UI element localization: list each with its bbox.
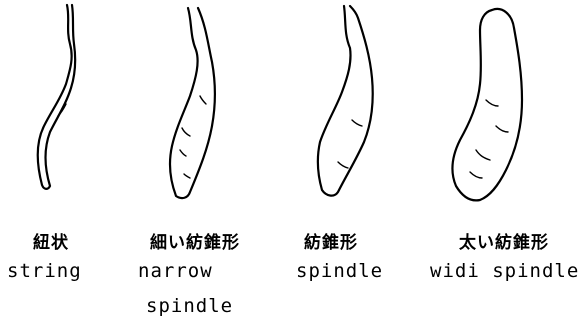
string-shape [38, 5, 76, 189]
narrow-spindle-en-label: narrow [138, 260, 213, 282]
narrow-spindle-jp-label: 細い紡錐形 [150, 228, 240, 253]
wide-spindle-shape [453, 9, 522, 200]
wide-spindle-jp-label: 太い紡錐形 [459, 228, 549, 253]
spindle-shape [318, 6, 373, 196]
string-en-label: string [7, 260, 82, 282]
shape-illustrations [0, 0, 588, 210]
narrow-spindle-en-label-line2: spindle [146, 295, 233, 317]
spindle-jp-label: 紡錐形 [304, 228, 358, 253]
narrow-spindle-shape [170, 8, 215, 198]
wide-spindle-en-label: widi spindle [430, 260, 579, 282]
string-jp-label: 紐状 [33, 228, 69, 253]
spindle-en-label: spindle [296, 260, 383, 282]
